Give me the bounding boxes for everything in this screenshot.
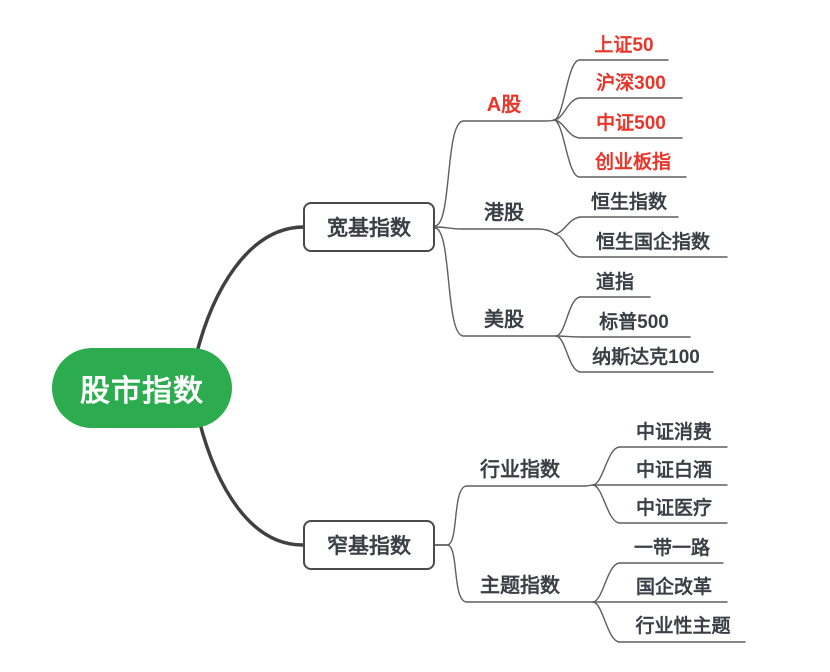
node-dow[interactable]: 道指 — [595, 272, 634, 293]
edge-us-to-dow — [555, 296, 651, 337]
edge-us-to-sp500 — [555, 335, 691, 338]
node-hang-seng-china-ent-index[interactable]: 恒生国企指数 — [595, 232, 710, 253]
node-csi-medical[interactable]: 中证医疗 — [635, 498, 712, 519]
node-hang-seng-index[interactable]: 恒生指数 — [590, 192, 667, 213]
edge-hk-to-hscei — [554, 233, 728, 258]
edge-broad-to-a-shares — [434, 119, 555, 227]
node-hk-shares[interactable]: 港股 — [484, 202, 524, 224]
node-broad-index[interactable]: 宽基指数 — [303, 202, 435, 252]
edge-industry-to-consumer — [592, 446, 728, 486]
node-chinext[interactable]: 创业板指 — [594, 152, 671, 173]
node-root-stock-index[interactable]: 股市指数 — [52, 348, 232, 428]
node-soe-reform[interactable]: 国企改革 — [635, 577, 712, 598]
edge-a-shares-to-hs300 — [553, 97, 683, 121]
edge-industry-to-medical — [592, 484, 728, 524]
node-csi300[interactable]: 沪深300 — [596, 73, 666, 94]
edge-hk-to-hangseng — [554, 216, 679, 235]
edge-root-to-broad — [194, 225, 306, 358]
node-industry-theme[interactable]: 行业性主题 — [635, 616, 731, 637]
edge-theme-to-beltroad — [592, 562, 724, 603]
node-csi-liquor[interactable]: 中证白酒 — [635, 460, 712, 481]
edge-us-to-nasdaq100 — [555, 335, 714, 373]
node-csi500[interactable]: 中证500 — [596, 113, 666, 134]
node-belt-and-road[interactable]: 一带一路 — [633, 538, 710, 559]
node-a-shares[interactable]: A股 — [486, 94, 522, 116]
node-csi-consumer[interactable]: 中证消费 — [635, 422, 712, 443]
node-nasdaq100[interactable]: 纳斯达克100 — [592, 347, 700, 368]
edge-narrow-to-theme — [434, 544, 594, 603]
edge-a-shares-to-sse50 — [553, 59, 669, 121]
edge-a-shares-to-chinext — [553, 119, 687, 178]
edge-theme-to-indtheme — [592, 601, 746, 643]
node-us-shares[interactable]: 美股 — [484, 309, 524, 331]
node-narrow-index[interactable]: 窄基指数 — [303, 520, 435, 570]
edge-narrow-to-industry — [434, 484, 594, 546]
node-industry-index[interactable]: 行业指数 — [480, 459, 560, 481]
node-sse50[interactable]: 上证50 — [594, 35, 654, 56]
edge-root-to-narrow — [197, 418, 306, 547]
edge-a-shares-to-csi500 — [553, 119, 683, 139]
node-theme-index[interactable]: 主题指数 — [480, 575, 560, 597]
edge-broad-to-us — [434, 227, 557, 337]
edge-broad-to-hk — [434, 226, 556, 235]
node-sp500[interactable]: 标普500 — [599, 312, 669, 333]
